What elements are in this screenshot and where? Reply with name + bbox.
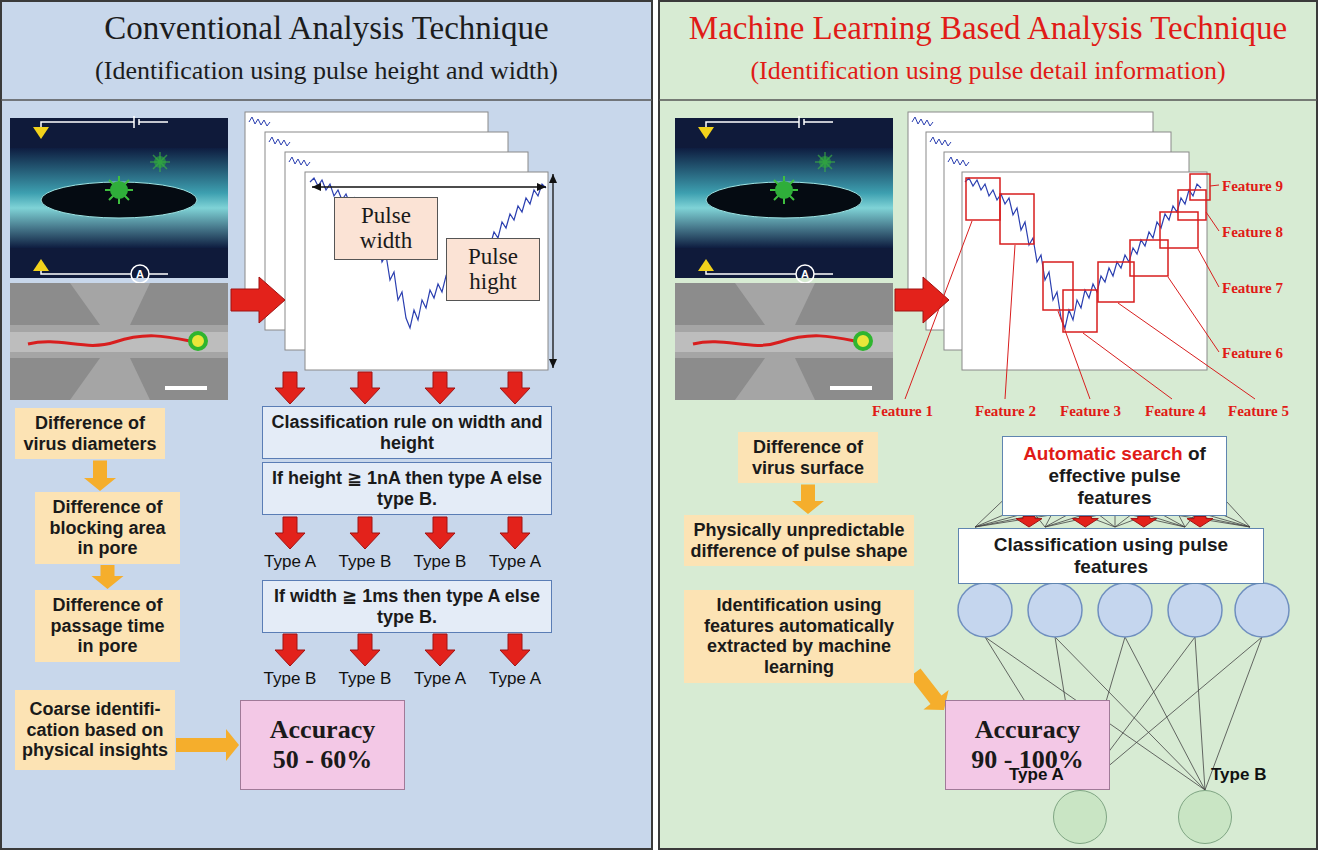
feature-label: Feature 5 [1228, 402, 1289, 420]
block-arrow [84, 460, 116, 491]
ammeter-symbol-label: A [131, 268, 149, 280]
summary-box: Identification using features automatica… [684, 590, 914, 683]
flow-arrow [895, 277, 949, 323]
node-text: (Identification using pulse height and w… [0, 56, 653, 86]
micrograph [10, 283, 228, 400]
node-text: Difference of virus diameters [21, 413, 159, 454]
block-arrow [92, 565, 124, 589]
output-neuron: Type B [1178, 790, 1232, 844]
header-rule [659, 99, 1317, 101]
cause-box: Difference of passage time in pore [35, 590, 180, 662]
pulse-label: Pulse width [334, 197, 438, 260]
feature-label: Feature 9 [1222, 177, 1283, 195]
summary-box: Coarse identifi- cation based on physica… [15, 690, 175, 770]
feature-windows [966, 174, 1210, 332]
class-result: Type B [325, 552, 405, 572]
block-arrow [792, 484, 824, 514]
node-text: Pulse width [341, 203, 431, 254]
nanopore-figure [675, 116, 893, 283]
cause-box: Difference of virus surface [738, 432, 878, 483]
block-arrow [1131, 517, 1157, 528]
panel: Conventional Analysis Technique (Identifi… [0, 0, 653, 850]
block-arrow [1072, 517, 1098, 528]
rule-box: Classification rule on width and height [262, 406, 552, 459]
node-text: Conventional Analysis Technique [0, 10, 653, 48]
accuracy-box: Accuracy 50 - 60% [240, 700, 405, 790]
feature-label: Feature 6 [1222, 344, 1283, 362]
class-result: Type A [250, 552, 330, 572]
rule-box: If height ≧ 1nA then type A else type B. [262, 462, 552, 515]
pulse-label: Pulse hight [446, 238, 540, 301]
node-text: Accuracy 50 - 60% [255, 715, 390, 775]
block-arrow [176, 729, 239, 761]
feature-label: Feature 3 [1060, 402, 1121, 420]
block-arrow [910, 668, 949, 710]
nanopore-figure [10, 116, 228, 283]
left-panel-ground [1, 1, 652, 849]
node-text: Classification using pulse features [965, 534, 1257, 578]
class-result: Type A [475, 552, 555, 572]
process-box: Classification using pulse features [958, 528, 1264, 584]
output-neuron: Type A [1053, 790, 1107, 844]
cause-box: Physically unpredictable difference of p… [684, 515, 914, 566]
class-result: Type A [400, 669, 480, 689]
right-panel-ground [659, 1, 1317, 849]
feature-label: Feature 7 [1222, 279, 1283, 297]
node-text: Difference of blocking area in pore [41, 497, 174, 559]
node-text: If width ≧ 1ms then type A else type B. [269, 586, 545, 627]
feature-label: Feature 2 [975, 402, 1036, 420]
node-text: If height ≧ 1nA then type A else type B. [269, 468, 545, 509]
panel: Machine Learning Based Analysis Techniqu… [658, 0, 1318, 850]
node-text: (Identification using pulse detail infor… [658, 56, 1318, 86]
ammeter-symbol-label: A [796, 268, 814, 280]
header-rule [1, 99, 652, 101]
cause-box: Difference of virus diameters [15, 408, 165, 459]
rule-box: If width ≧ 1ms then type A else type B. [262, 580, 552, 633]
micrograph [675, 283, 893, 400]
dimension-arrows [312, 174, 557, 368]
cause-box: Difference of blocking area in pore [35, 492, 180, 564]
class-result: Type B [400, 552, 480, 572]
block-arrow [1187, 517, 1213, 528]
class-result: Type B [325, 669, 405, 689]
class-result: Type B [250, 669, 330, 689]
node-text: Difference of virus surface [744, 437, 872, 478]
leader-lines [905, 185, 1255, 399]
node-text: Type B [1211, 765, 1266, 785]
pulse-sheets [908, 112, 1207, 370]
feature-label: Feature 4 [1145, 402, 1206, 420]
node-text: Physically unpredictable difference of p… [690, 520, 908, 561]
node-text: Classification rule on width and height [269, 412, 545, 453]
feature-label: Feature 8 [1222, 223, 1283, 241]
class-result: Type A [475, 669, 555, 689]
feature-label: Feature 1 [872, 402, 933, 420]
hidden-neurons [958, 583, 1289, 637]
node-text: Type A [1009, 765, 1064, 785]
node-text: Coarse identifi- cation based on physica… [21, 699, 169, 761]
node-text: Machine Learning Based Analysis Techniqu… [658, 10, 1318, 48]
pulse-sheets [245, 112, 548, 370]
process-box: Automatic searchof effective pulse featu… [1002, 436, 1227, 516]
node-text: Difference of passage time in pore [41, 595, 174, 657]
node-text: Pulse hight [453, 244, 533, 295]
block-arrow [1016, 517, 1042, 528]
node-text: Identification using features automatica… [690, 595, 908, 678]
node-text: Automatic search [1023, 443, 1182, 464]
